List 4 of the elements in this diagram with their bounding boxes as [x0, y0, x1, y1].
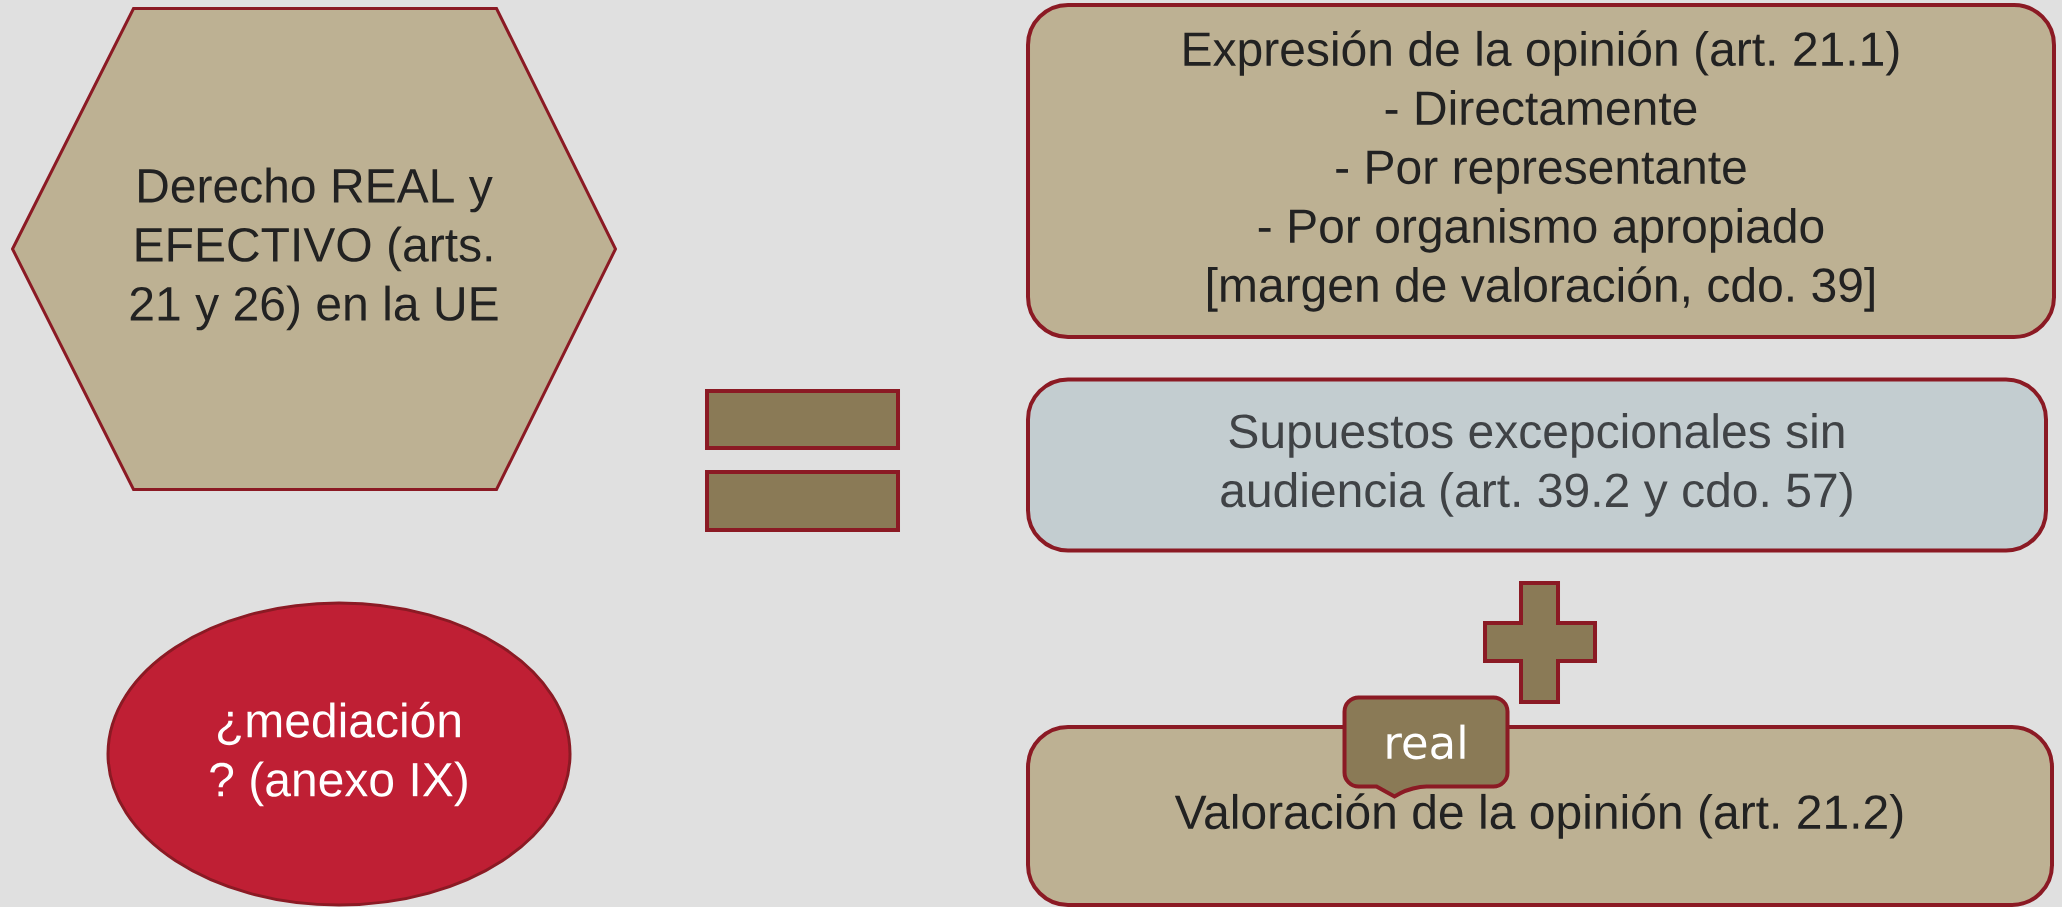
- equals-sign: [705, 389, 900, 532]
- rounded-box: Supuestos excepcionales sin audiencia (art. 39.2 y cdo. 57): [1026, 377, 2048, 553]
- plus-sign: [1483, 581, 1597, 704]
- rounded-box: Expresión de la opinión (art. 21.1) - Directamente - Por representante - Por organismo apropiado [margen de valoración, cdo. 39]: [1026, 3, 2056, 339]
